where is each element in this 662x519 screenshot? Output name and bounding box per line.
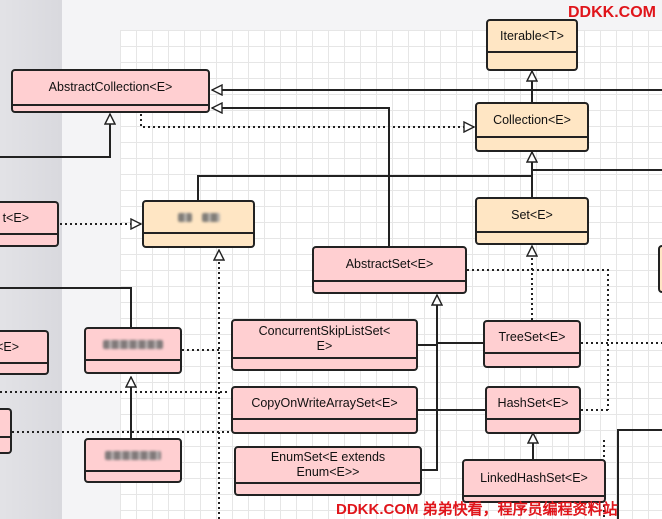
treeset-label: TreeSet<E> (498, 329, 566, 344)
blurred-lower-label (86, 440, 180, 470)
divider (233, 418, 416, 420)
blurred-class-box-lower[interactable] (84, 438, 182, 483)
blurred-class-box-upper[interactable] (84, 327, 182, 374)
divider (13, 104, 208, 106)
iterable-interface-box[interactable]: Iterable<T> (486, 19, 578, 71)
edge-left-abstractcollection (0, 114, 110, 158)
divider (477, 136, 587, 138)
divider (477, 231, 587, 233)
divider (485, 352, 579, 354)
left-partial-e-label: <E> (0, 339, 19, 354)
hashset-class-box[interactable]: HashSet<E> (485, 386, 581, 434)
divider (86, 470, 180, 472)
edge-abstractcollection-right-2 (212, 108, 390, 249)
divider (487, 418, 579, 420)
copyonwritearrayset-class-box[interactable]: CopyOnWriteArraySet<E> (231, 386, 418, 434)
linkedhashset-label: LinkedHashSet<E> (480, 470, 588, 485)
linkedhashset-class-box[interactable]: LinkedHashSet<E> (462, 459, 606, 503)
set-label: Set<E> (511, 207, 553, 222)
abstractcollection-class-box[interactable]: AbstractCollection<E> (11, 69, 210, 113)
abstractset-class-box[interactable]: AbstractSet<E> (312, 246, 467, 294)
divider (233, 357, 416, 359)
concurrentskiplistset-class-box[interactable]: ConcurrentSkipListSet<E> (231, 319, 418, 371)
collection-interface-box[interactable]: Collection<E> (475, 102, 589, 152)
blurred-upper-label (86, 329, 180, 359)
divider (314, 280, 465, 282)
treeset-class-box[interactable]: TreeSet<E> (483, 320, 581, 368)
watermark-bottom: DDKK.COM 弟弟快看，程序员编程资料站 (336, 501, 618, 518)
concurrentskiplistset-label: ConcurrentSkipListSet<E> (258, 324, 391, 353)
blurred-label (144, 202, 253, 232)
dotted-abstractcollection-collection (140, 114, 474, 127)
edge-enumset-abstractset (422, 345, 438, 471)
watermark-top: DDKK.COM (568, 4, 656, 21)
right-partial-interface-box[interactable] (658, 245, 662, 293)
left-partial-lower-class-box[interactable] (0, 408, 12, 454)
left-partial-class-box[interactable]: t<E> (0, 201, 59, 247)
dotted-abstractset-set (467, 269, 609, 410)
copyonwritearrayset-label: CopyOnWriteArraySet<E> (251, 395, 398, 410)
iterable-label: Iterable<T> (500, 28, 564, 43)
edge-skiplist-abstractset (418, 295, 437, 346)
abstractset-label: AbstractSet<E> (345, 256, 434, 271)
left-partial-label: t<E> (2, 210, 29, 225)
divider (86, 359, 180, 361)
abstractcollection-label: AbstractCollection<E> (48, 80, 173, 94)
left-partial-e-class-box[interactable]: <E> (0, 330, 49, 375)
divider (0, 436, 10, 438)
collection-label: Collection<E> (493, 112, 571, 127)
edge-bottom-right (617, 429, 662, 519)
divider (488, 51, 576, 53)
divider (0, 362, 47, 364)
divider (0, 233, 57, 235)
blurred-interface-box[interactable] (142, 200, 255, 248)
edge-left-long (0, 287, 132, 329)
set-interface-box[interactable]: Set<E> (475, 197, 589, 245)
hashset-label: HashSet<E> (497, 395, 569, 410)
divider (236, 482, 420, 484)
divider (144, 232, 253, 234)
edge-blurred-top (197, 175, 532, 202)
divider (464, 495, 604, 497)
